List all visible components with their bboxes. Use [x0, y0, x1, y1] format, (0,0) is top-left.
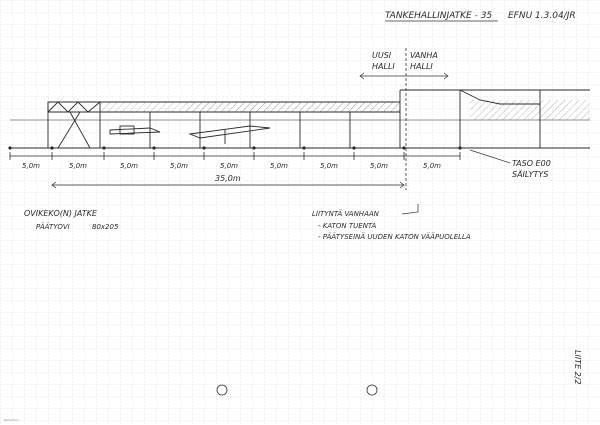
total-length-label: 35,0m	[215, 174, 241, 183]
joint-note-arrow	[401, 204, 419, 215]
span-label: 5,0m	[22, 162, 40, 170]
column-base-dot	[152, 146, 156, 150]
drawing-title: TANKEHALLINJATKE - 35	[385, 11, 492, 21]
span-label: 5,0m	[423, 162, 441, 170]
span-label: 5,0m	[120, 162, 138, 170]
joint-note-item1: - KATON TUENTA	[318, 222, 377, 230]
joint-note-title: LIITYNTÄ VANHAAN	[312, 209, 380, 218]
column-base-dot	[252, 146, 256, 150]
total-dimension-line	[51, 181, 405, 189]
column-base-dot	[102, 146, 106, 150]
span-label: 5,0m	[220, 162, 238, 170]
span-label: 5,0m	[170, 162, 188, 170]
old-hall-label-2: HALLI	[410, 62, 433, 71]
door-note-title: OVIKEKO(N) JATKE	[24, 209, 98, 218]
door-note-sub2: 80x205	[92, 223, 119, 231]
level-leader	[469, 149, 511, 164]
hangar-elevation	[10, 89, 590, 149]
joint-note-item2: - PÄÄTYSEINÄ UUDEN KATON VÄÄPUOLELLA	[318, 232, 471, 241]
span-labels: 5,0m 5,0m 5,0m 5,0m 5,0m 5,0m 5,0m 5,0m 5,0m	[22, 162, 441, 170]
old-hall-label: VANHA	[410, 51, 438, 60]
binder-hole-left	[216, 384, 228, 396]
column-base-dot	[352, 146, 356, 150]
section-arrows	[359, 72, 449, 80]
column-base-dot	[402, 146, 406, 150]
corner-note: Reduction	[4, 418, 19, 422]
binder-hole-right	[366, 384, 378, 396]
span-label: 5,0m	[320, 162, 338, 170]
span-label: 5,0m	[270, 162, 288, 170]
appendix-note: LIITE 2/2	[573, 350, 582, 385]
column-base-dot	[302, 146, 306, 150]
span-label: 5,0m	[370, 162, 388, 170]
level-note-2: SÄILYTYS	[512, 169, 548, 179]
column-base-dot	[202, 146, 206, 150]
column-base-dot	[50, 146, 54, 150]
span-ticks	[8, 146, 462, 160]
column-base-dot	[458, 146, 462, 150]
new-hall-label-2: HALLI	[372, 62, 395, 71]
door-note-sub1: PÄÄTYOVI	[36, 222, 70, 231]
column-base-dot	[8, 146, 12, 150]
drawing-reference: EFNU 1.3.04/JR	[508, 11, 576, 21]
new-hall-label: UUSI	[372, 51, 392, 60]
level-note: TASO E00	[512, 159, 551, 168]
span-label: 5,0m	[69, 162, 87, 170]
